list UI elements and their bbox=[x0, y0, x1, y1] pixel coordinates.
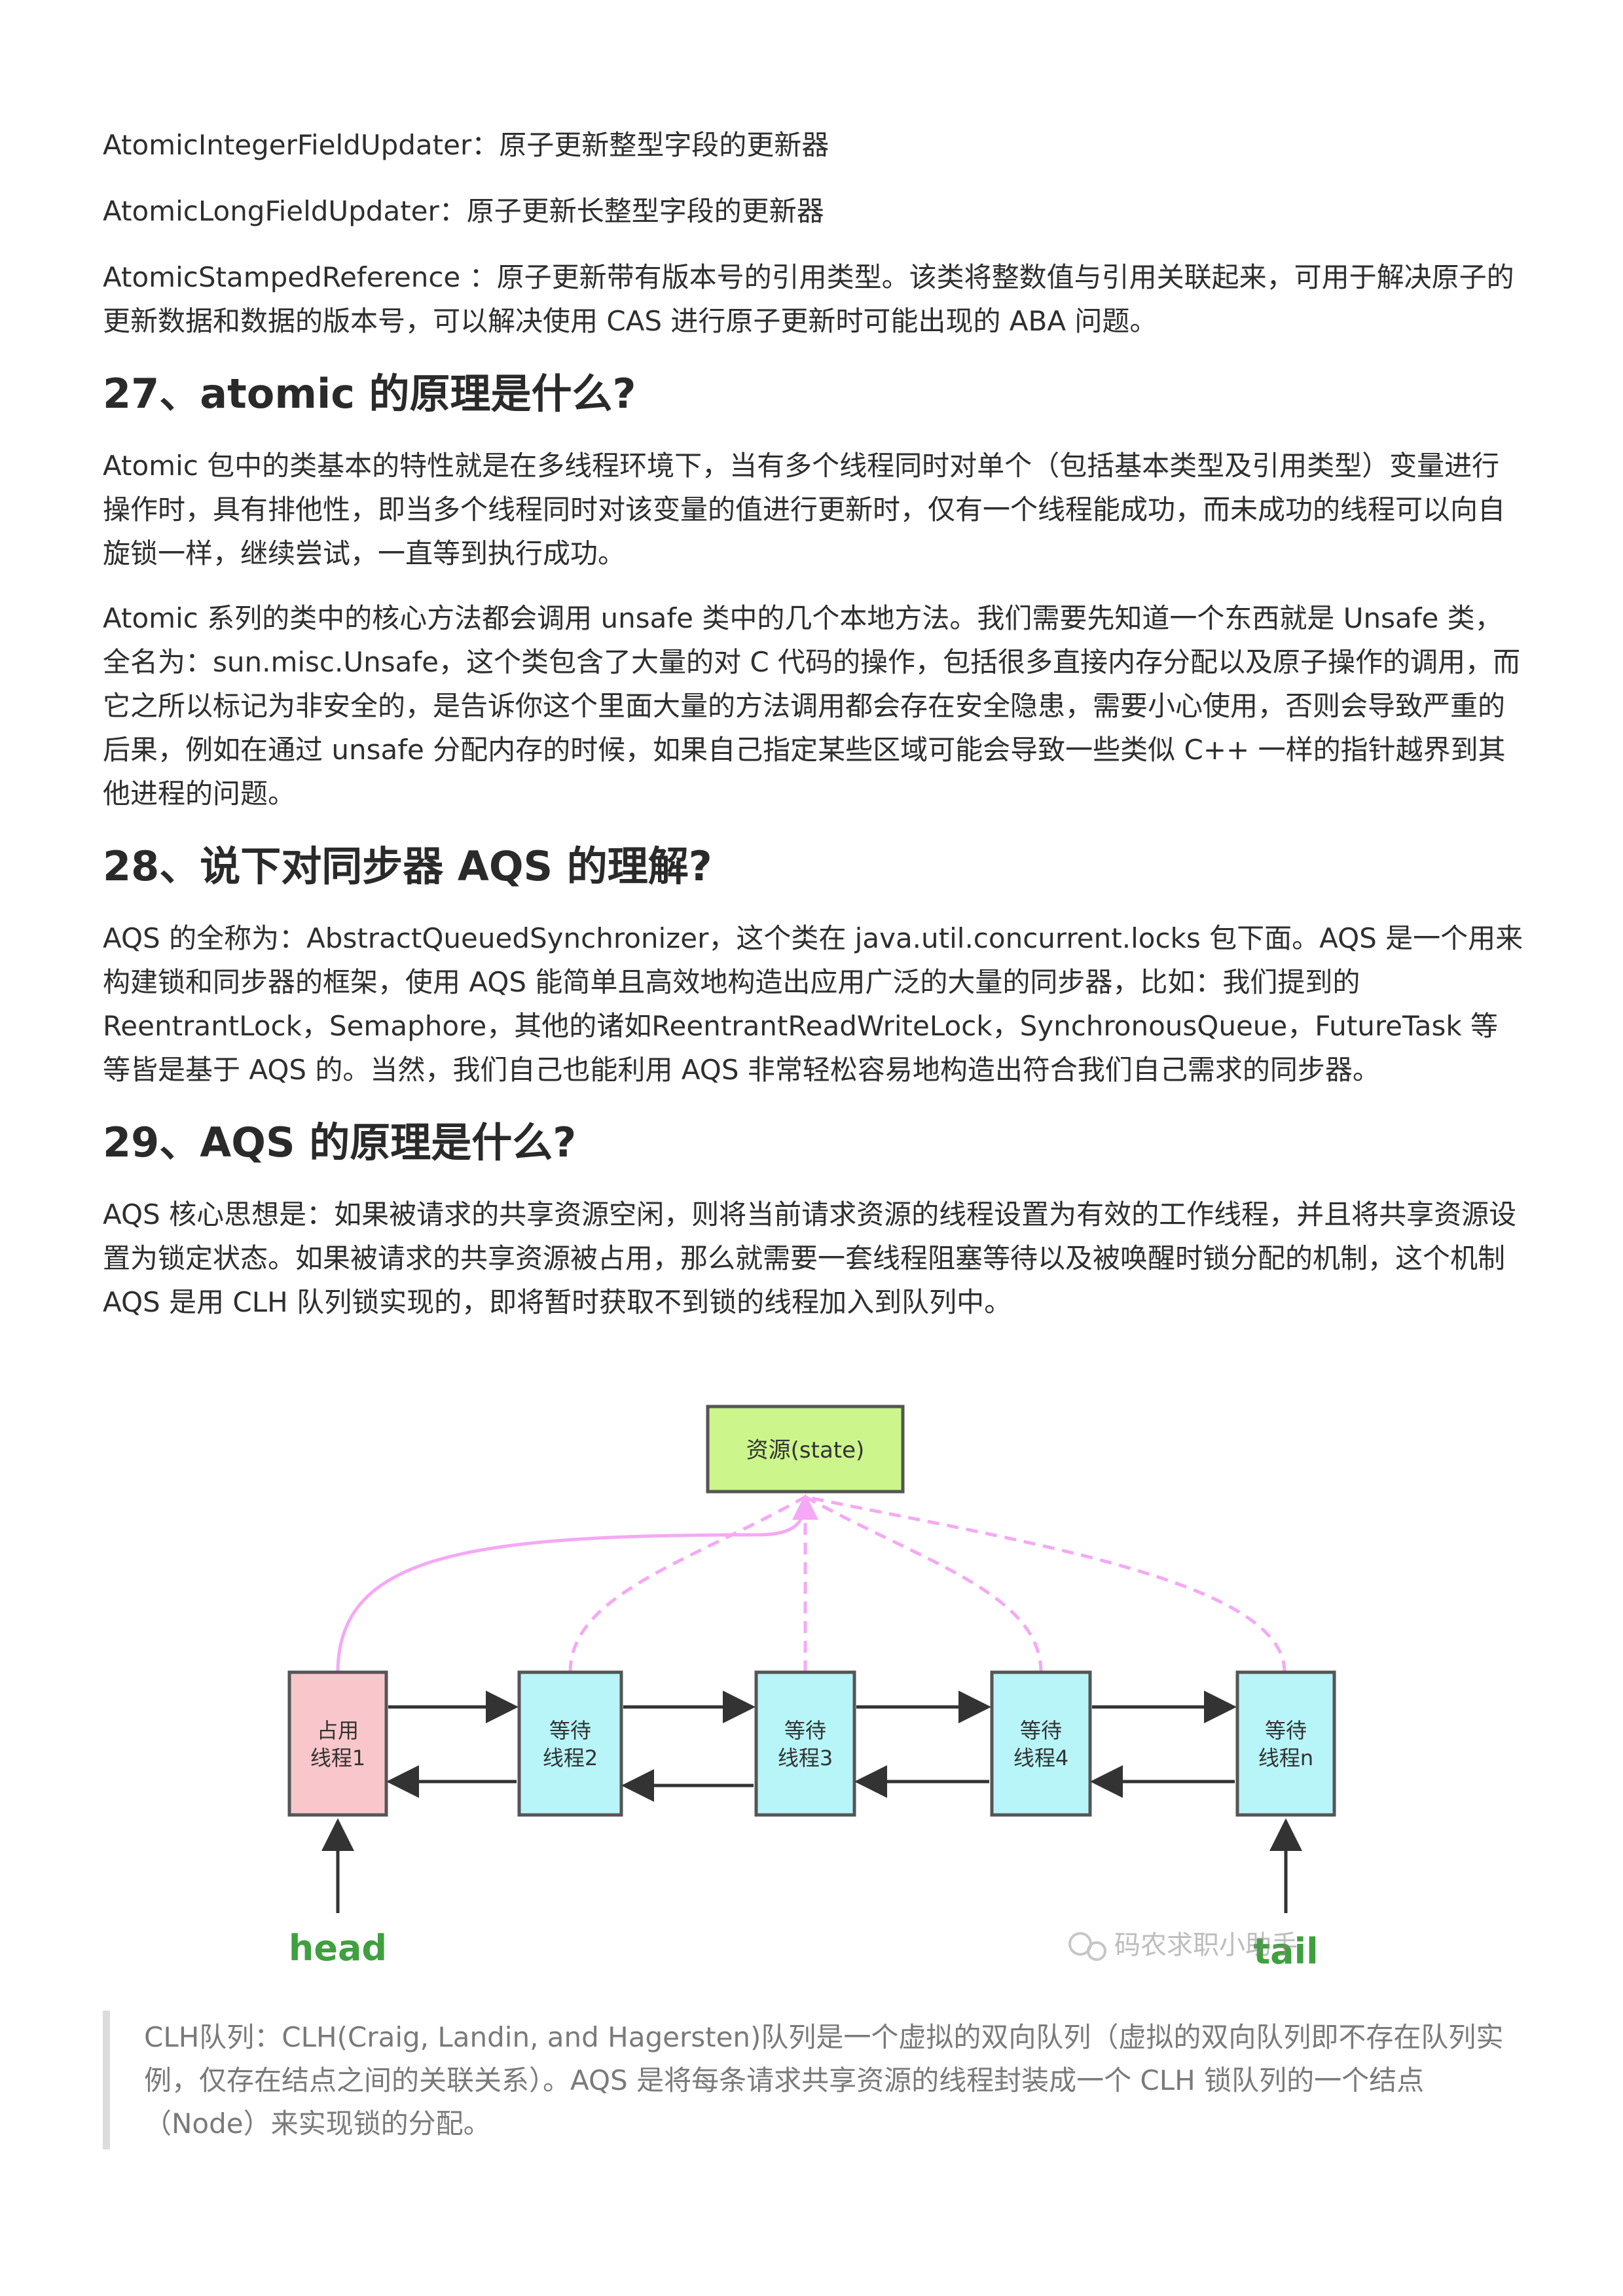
paragraph-29-1: AQS 核心思想是：如果被请求的共享资源空闲，则将当前请求资源的线程设置为有效的… bbox=[103, 1198, 1517, 1318]
clh-blockquote: CLH队列：CLH(Craig, Landin, and Hagersten)队… bbox=[103, 2011, 1523, 2149]
watermark: 码农求职小助手 bbox=[1068, 1930, 1298, 1961]
queue-node-2: 等待 线程2 bbox=[517, 1670, 623, 1817]
heading-28: 28、说下对同步器 AQS 的理解? bbox=[103, 842, 712, 890]
tail-label: tail bbox=[1253, 1931, 1318, 1972]
node-3-line2: 线程3 bbox=[778, 1746, 833, 1770]
blockquote-text: CLH队列：CLH(Craig, Landin, and Hagersten)队… bbox=[144, 2021, 1504, 2140]
node-2-line1: 等待 bbox=[549, 1718, 591, 1743]
node-4-line2: 线程4 bbox=[1013, 1746, 1068, 1770]
node-n-line2: 线程n bbox=[1258, 1746, 1313, 1770]
queue-node-1: 占用 线程1 bbox=[287, 1670, 388, 1817]
queue-links bbox=[321, 1691, 1302, 1913]
resource-box: 资源(state) bbox=[706, 1405, 905, 1494]
node-3-line1: 等待 bbox=[784, 1718, 826, 1743]
heading-29: 29、AQS 的原理是什么? bbox=[103, 1119, 577, 1166]
queue-node-4: 等待 线程4 bbox=[990, 1670, 1092, 1817]
head-label: head bbox=[289, 1928, 387, 1969]
watermark-text: 码农求职小助手 bbox=[1114, 1930, 1298, 1960]
paragraph-atomic-stamped-reference: AtomicStampedReference ：原子更新带有版本号的引用类型。该… bbox=[103, 261, 1514, 337]
node-1-line1: 占用 bbox=[317, 1718, 359, 1743]
node-1-line2: 线程1 bbox=[310, 1746, 365, 1770]
paragraph-27-1: Atomic 包中的类基本的特性就是在多线程环境下，当有多个线程同时对单个（包括… bbox=[103, 450, 1506, 569]
line-atomic-long-field-updater: AtomicLongFieldUpdater：原子更新长整型字段的更新器 bbox=[103, 195, 824, 227]
paragraph-27-2: Atomic 系列的类中的核心方法都会调用 unsafe 类中的几个本地方法。我… bbox=[103, 602, 1521, 810]
resource-label: 资源(state) bbox=[746, 1437, 865, 1463]
queue-node-n: 等待 线程n bbox=[1235, 1670, 1336, 1817]
document-body: AtomicIntegerFieldUpdater：原子更新整型字段的更新器 A… bbox=[103, 105, 1523, 1324]
node-4-line1: 等待 bbox=[1020, 1718, 1062, 1743]
node-2-line2: 线程2 bbox=[543, 1746, 598, 1770]
node-n-line1: 等待 bbox=[1265, 1718, 1307, 1743]
heading-27: 27、atomic 的原理是什么? bbox=[103, 370, 636, 418]
queue-node-3: 等待 线程3 bbox=[754, 1670, 856, 1817]
resource-request-curves bbox=[336, 1494, 1286, 1673]
paragraph-28-1: AQS 的全称为：AbstractQueuedSynchronizer，这个类在… bbox=[103, 922, 1523, 1086]
clh-queue-diagram: 资源(state) 占用 线程1 等待 线程2 等待 线程3 等待 bbox=[103, 1384, 1523, 1986]
line-atomic-integer-field-updater: AtomicIntegerFieldUpdater：原子更新整型字段的更新器 bbox=[103, 129, 830, 161]
